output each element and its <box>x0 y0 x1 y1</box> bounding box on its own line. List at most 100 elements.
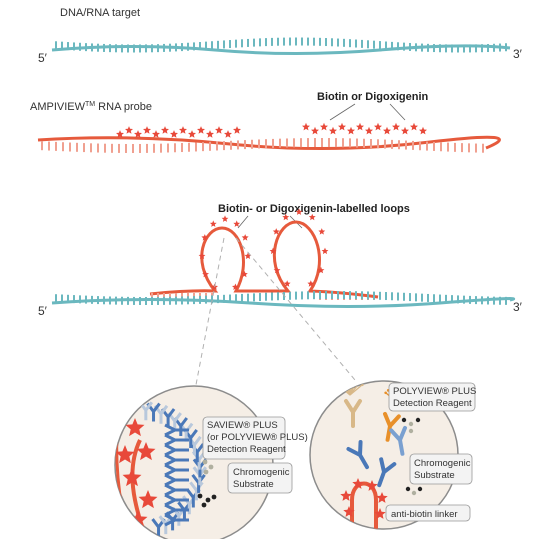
label-star <box>308 213 316 221</box>
chromogen-dot <box>408 421 414 427</box>
three-prime-label-bottom: 3′ <box>513 300 523 314</box>
label-star <box>302 122 310 131</box>
label-star <box>115 445 135 464</box>
label-star <box>343 506 355 517</box>
label-star <box>198 252 206 259</box>
target-strand-top <box>51 37 511 55</box>
label-star <box>116 130 124 138</box>
five-prime-label-top: 5′ <box>38 51 48 65</box>
label-star <box>125 418 145 437</box>
probe-suffix: RNA probe <box>95 101 152 113</box>
label-star <box>179 126 187 134</box>
polymer-tip <box>355 381 359 382</box>
label-star <box>321 247 329 255</box>
right-detail-circle: POLYVIEW® PLUS Detection Reagent Chromog… <box>309 378 479 530</box>
label-star <box>283 280 291 287</box>
right-reagent-box <box>388 382 476 412</box>
label-star <box>136 442 156 461</box>
left-detail-circle: SAVIEW® PLUS (or POLYVIEW® PLUS) Detecti… <box>114 385 310 539</box>
label-star <box>206 130 214 138</box>
polymer-tip <box>341 381 345 382</box>
label-star <box>366 480 378 491</box>
chromogen-dot <box>205 497 211 503</box>
polymer-tip <box>345 378 348 381</box>
label-star <box>122 468 142 487</box>
polymer-tip <box>336 383 339 387</box>
chromogen-dot <box>202 459 208 465</box>
left-substrate-text: Chromogenic Substrate <box>233 467 292 490</box>
left-reagent-box <box>202 416 286 460</box>
label-star <box>170 130 178 138</box>
label-star <box>392 122 400 131</box>
label-star <box>356 122 364 131</box>
left-reagent-text: SAVIEW® PLUS (or POLYVIEW® PLUS) Detecti… <box>207 420 310 455</box>
blue-antibody <box>346 439 369 470</box>
target-strand-bottom <box>51 291 516 308</box>
polymer-strand <box>349 384 363 396</box>
label-star <box>307 280 315 287</box>
right-reagent-text: POLYVIEW® PLUS Detection Reagent <box>393 386 479 409</box>
label-star <box>201 234 209 241</box>
zoom-line-left <box>194 237 225 391</box>
label-star <box>244 252 252 259</box>
label-star <box>340 490 352 501</box>
loops-pointer-left <box>237 215 249 229</box>
label-star <box>374 122 382 131</box>
label-star <box>233 126 241 134</box>
label-star <box>318 228 326 235</box>
label-star <box>202 270 209 278</box>
biotin-pointer-right <box>389 103 406 121</box>
label-star <box>347 126 355 135</box>
zoom-line-right <box>235 237 356 381</box>
label-star <box>188 130 196 138</box>
polymer-tip <box>358 381 362 384</box>
left-substrate-box <box>227 462 293 494</box>
label-star <box>221 215 229 222</box>
label-stars-group-a <box>116 126 241 138</box>
probe-strand <box>37 122 501 153</box>
chromogen-dot <box>211 494 217 500</box>
label-star <box>152 130 160 138</box>
label-star <box>241 234 249 241</box>
label-star <box>383 126 391 135</box>
label-star <box>233 220 241 227</box>
five-prime-label-bottom: 5′ <box>38 304 48 318</box>
probe-hybridized <box>149 208 379 300</box>
label-stars-group-b <box>302 122 427 135</box>
target-label: DNA/RNA target <box>60 7 140 19</box>
probe-name: AMPIVIEW <box>30 101 86 113</box>
label-star <box>295 208 303 215</box>
chromogen-dot <box>415 417 421 423</box>
chromogen-dot <box>408 428 414 434</box>
label-star <box>125 126 133 134</box>
chromogen-dot <box>197 493 203 499</box>
label-star <box>134 130 142 138</box>
label-star <box>311 126 319 135</box>
label-star <box>209 220 217 227</box>
label-star <box>215 126 223 134</box>
label-star <box>352 478 364 489</box>
polymer-tip <box>338 381 342 384</box>
linker-label: anti-biotin linker <box>391 509 458 520</box>
label-star <box>272 228 280 235</box>
right-substrate-text: Chromogenic Substrate <box>414 458 473 481</box>
label-star <box>376 492 388 503</box>
label-star <box>197 126 205 134</box>
blue-antibody <box>377 457 397 488</box>
label-star <box>410 122 418 131</box>
label-star <box>329 126 337 135</box>
chromogen-dot <box>203 469 209 475</box>
chromogen-dot <box>405 486 411 492</box>
label-star <box>143 126 151 134</box>
label-star <box>317 266 325 274</box>
biotin-dig-label: Biotin or Digoxigenin <box>317 91 428 103</box>
probe-label: AMPIVIEWTM RNA probe <box>30 101 152 113</box>
label-star <box>419 126 427 135</box>
label-star <box>232 283 239 290</box>
label-star <box>269 247 277 255</box>
label-star <box>401 126 409 135</box>
label-star <box>273 266 281 274</box>
chromogen-dot <box>208 464 214 470</box>
antibody <box>164 513 189 527</box>
